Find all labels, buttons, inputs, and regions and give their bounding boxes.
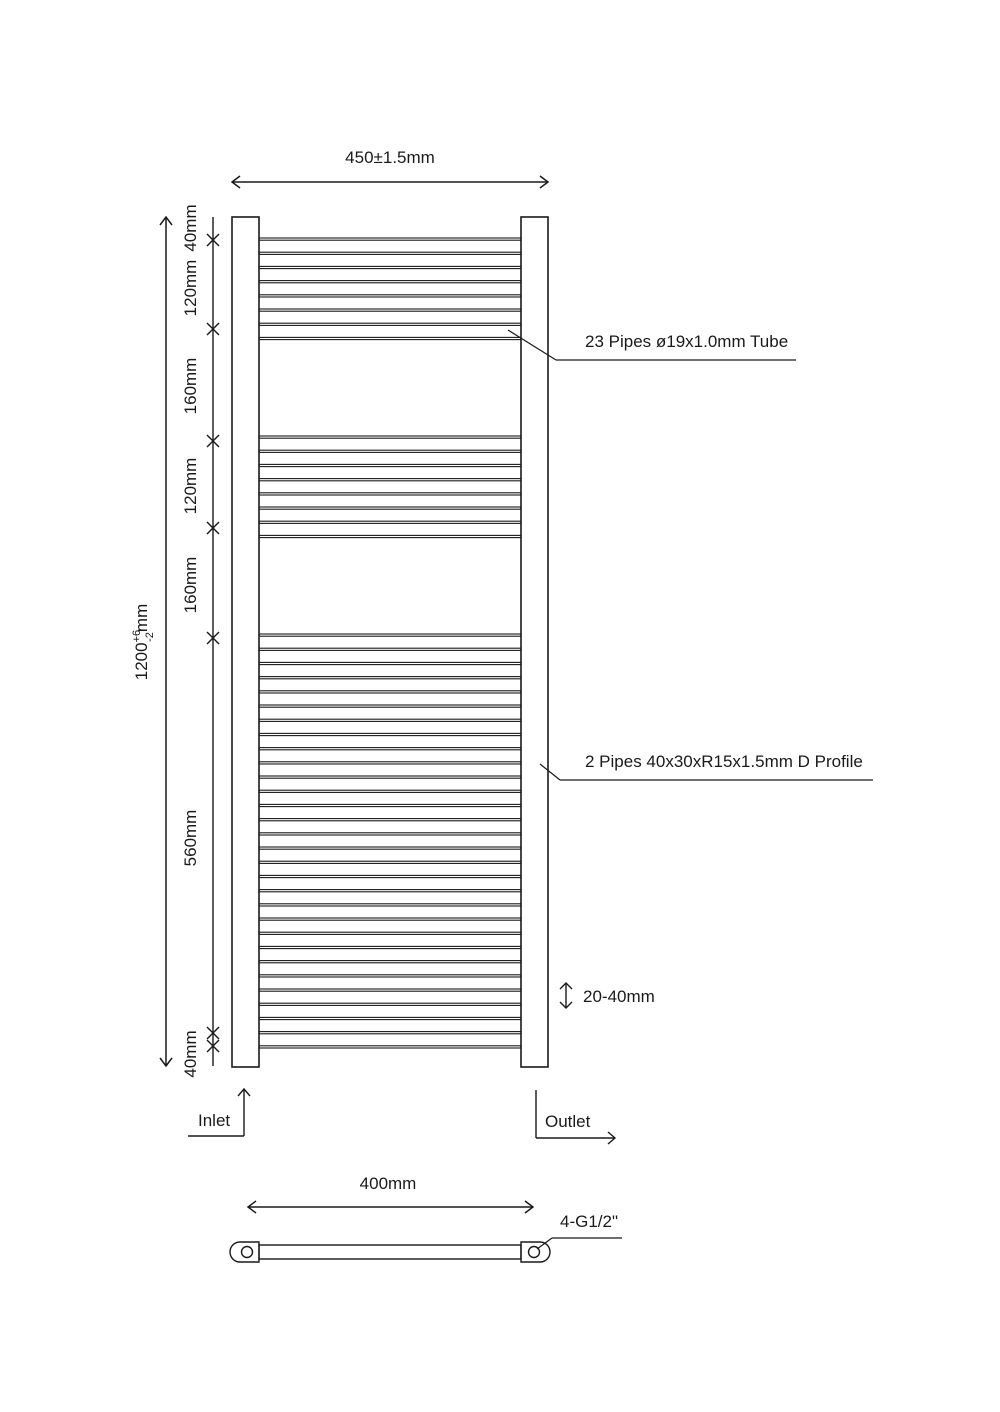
bottom-group-tube xyxy=(258,661,522,666)
top-group-tube xyxy=(258,294,522,298)
outlet-label: Outlet xyxy=(545,1112,591,1131)
top-group-tube xyxy=(258,251,522,255)
overall-width-dimension: 450±1.5mm xyxy=(230,148,550,189)
outlet-indicator: Outlet xyxy=(535,1090,617,1145)
bottom-group-tube xyxy=(258,889,522,893)
middle-group-tube xyxy=(258,492,522,496)
bottom-group-tube xyxy=(258,846,522,850)
bottom-group-tube xyxy=(258,974,522,978)
right-side-rail xyxy=(520,216,549,1068)
tube-callout: 23 Pipes ø19x1.0mm Tube xyxy=(507,329,796,361)
centres-label: 400mm xyxy=(360,1174,417,1193)
middle-group-tube xyxy=(258,435,522,439)
inlet-label: Inlet xyxy=(198,1111,230,1130)
bottom-group-tube xyxy=(258,988,522,992)
bottom-group-tube xyxy=(258,647,522,651)
overall-height-dimension: 1200+6-2mm xyxy=(131,215,173,1068)
horizontal-tubes xyxy=(258,237,522,1049)
bottom-group-tube xyxy=(258,633,522,637)
connection-label: 4-G1/2" xyxy=(560,1212,618,1231)
right-connector xyxy=(520,1241,551,1263)
overall-height-label: 1200+6-2mm xyxy=(131,604,156,680)
profile-callout: 2 Pipes 40x30xR15x1.5mm D Profile xyxy=(539,752,873,781)
tube-callout-label: 23 Pipes ø19x1.0mm Tube xyxy=(585,332,788,351)
segment-label-group1: 120mm xyxy=(181,260,200,317)
overall-width-label: 450±1.5mm xyxy=(345,148,435,167)
dimension-tick xyxy=(206,521,220,535)
bottom-group-tube xyxy=(258,874,522,879)
middle-group-tube xyxy=(258,449,522,453)
top-group-tube xyxy=(258,322,522,326)
bar-pitch-annotation: 20-40mm xyxy=(559,982,655,1009)
top-group-tube xyxy=(258,280,522,284)
segment-label-gap2: 160mm xyxy=(181,557,200,614)
profile-callout-label: 2 Pipes 40x30xR15x1.5mm D Profile xyxy=(585,752,863,771)
bottom-group-tube xyxy=(258,747,522,751)
bottom-group-tube xyxy=(258,945,522,950)
middle-group-tube xyxy=(258,506,522,510)
dimension-tick xyxy=(206,434,220,448)
bottom-group-tube xyxy=(258,732,522,737)
segment-label-gap1: 160mm xyxy=(181,358,200,415)
segment-label-bottom-gap: 40mm xyxy=(181,1030,200,1077)
bottom-group-tube xyxy=(258,818,522,822)
segment-label-group3: 560mm xyxy=(181,810,200,867)
bottom-group-tube xyxy=(258,903,522,907)
segment-dimension-chain: 40mm 120mm 160mm 120mm 160mm 560mm 40mm xyxy=(181,204,220,1078)
middle-group-tube xyxy=(258,478,522,482)
inlet-indicator: Inlet xyxy=(188,1087,251,1137)
left-connector xyxy=(229,1241,260,1263)
bottom-group-tube xyxy=(258,718,522,722)
bottom-group-tube xyxy=(258,775,522,779)
bottom-group-tube xyxy=(258,803,522,808)
bar-pitch-label: 20-40mm xyxy=(583,987,655,1006)
bottom-group-tube xyxy=(258,676,522,680)
bottom-group-tube xyxy=(258,1016,522,1021)
bottom-group-tube xyxy=(258,960,522,964)
bottom-group-tube xyxy=(258,704,522,708)
segment-ticks xyxy=(206,233,220,1053)
top-group-tube xyxy=(258,336,522,341)
segment-label-top-gap: 40mm xyxy=(181,204,200,251)
bottom-group-tube xyxy=(258,690,522,694)
bottom-group-tube xyxy=(258,860,522,864)
dimension-tick xyxy=(206,1026,220,1040)
bottom-group-tube xyxy=(258,1031,522,1035)
top-group-tube xyxy=(258,265,522,270)
top-group-tube xyxy=(258,237,522,241)
plan-tube xyxy=(258,1244,522,1260)
middle-group-tube xyxy=(258,534,522,539)
dimension-tick xyxy=(206,322,220,336)
bottom-group-tube xyxy=(258,1045,522,1049)
bottom-group-tube xyxy=(258,917,522,921)
segment-label-group2: 120mm xyxy=(181,458,200,515)
bottom-group-tube xyxy=(258,931,522,935)
dimension-tick xyxy=(206,1039,220,1053)
top-group-tube xyxy=(258,308,522,312)
left-side-rail xyxy=(231,216,260,1068)
middle-group-tube xyxy=(258,520,522,524)
dimension-tick xyxy=(206,631,220,645)
plan-view: 400mm 4-G1/2" xyxy=(229,1174,622,1263)
bottom-group-tube xyxy=(258,1002,522,1006)
bottom-group-tube xyxy=(258,789,522,793)
dimension-tick xyxy=(206,233,220,247)
bottom-group-tube xyxy=(258,761,522,765)
middle-group-tube xyxy=(258,463,522,468)
bottom-group-tube xyxy=(258,832,522,836)
